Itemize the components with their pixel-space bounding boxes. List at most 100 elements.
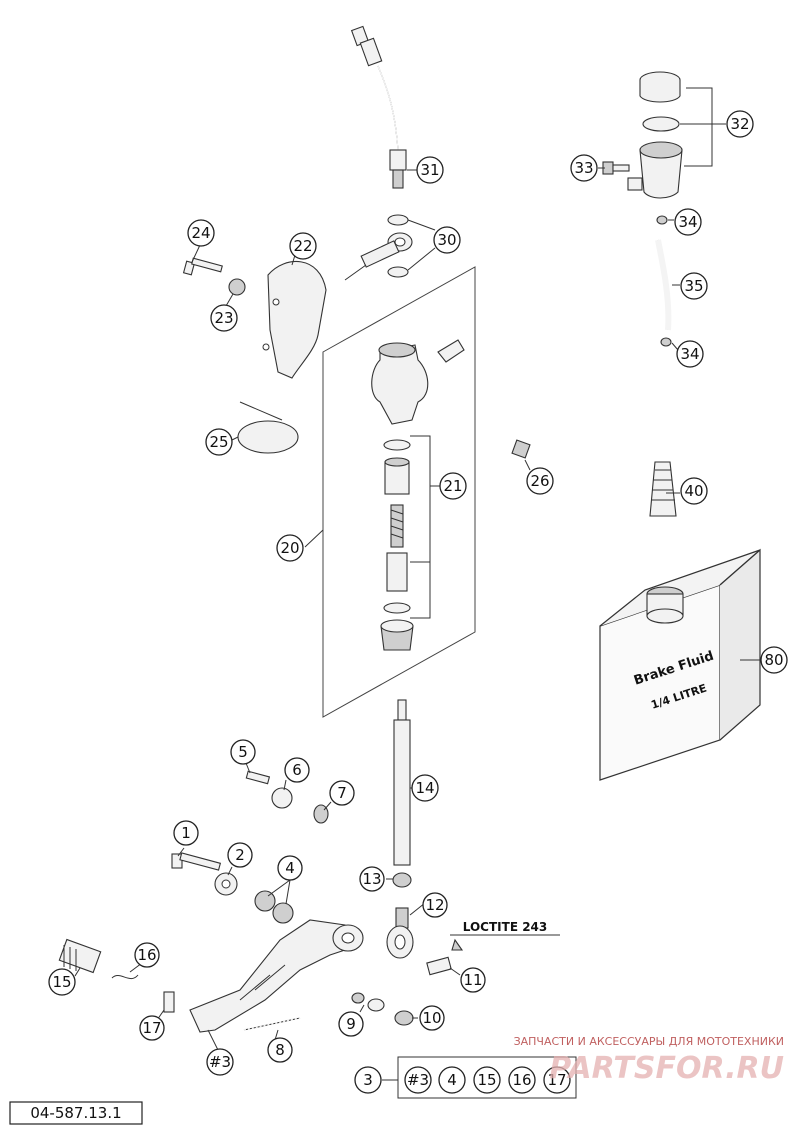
spring-clip (111, 974, 139, 980)
pin-11 (426, 938, 464, 976)
diagram-code-box (9, 1101, 143, 1125)
callout-33: 33 (570, 154, 598, 182)
callout-23: 23 (210, 304, 238, 332)
svg-text:24: 24 (191, 224, 210, 242)
svg-text:#3: #3 (209, 1053, 231, 1071)
svg-text:4: 4 (285, 859, 295, 877)
svg-text:30: 30 (437, 231, 456, 249)
washers-9 (351, 992, 385, 1012)
callout-4: 4 (277, 855, 303, 881)
callout-#3: #3 (206, 1048, 234, 1076)
callout-15: 15 (48, 968, 76, 996)
kit-item-15: 15 (473, 1066, 501, 1094)
callout-40: 40 (680, 477, 708, 505)
clevis (386, 907, 414, 959)
brake-fluid-can: Brake Fluid 1/4 LITRE (599, 548, 761, 781)
svg-text:17: 17 (142, 1019, 161, 1037)
callout-10: 10 (419, 1005, 445, 1031)
svg-text:33: 33 (574, 159, 593, 177)
svg-text:16: 16 (512, 1071, 531, 1089)
callout-kit-3: 3 (354, 1066, 382, 1094)
kit-item-#3: #3 (404, 1066, 432, 1094)
callout-21: 21 (439, 472, 467, 500)
svg-text:22: 22 (293, 237, 312, 255)
svg-text:80: 80 (764, 651, 783, 669)
svg-text:32: 32 (730, 115, 749, 133)
callout-13: 13 (359, 866, 385, 892)
svg-text:31: 31 (420, 161, 439, 179)
reservoir (627, 71, 683, 199)
callout-25: 25 (205, 428, 233, 456)
bushing-6 (271, 787, 293, 809)
kit-item-17: 17 (543, 1066, 571, 1094)
callout-80: 80 (760, 646, 788, 674)
svg-text:4: 4 (447, 1071, 457, 1089)
svg-text:34: 34 (680, 345, 699, 363)
bolt-5 (245, 770, 271, 785)
svg-text:#3: #3 (407, 1071, 429, 1089)
svg-text:20: 20 (280, 539, 299, 557)
cable-tie (237, 401, 299, 454)
watermark-tagline: ЗАПЧАСТИ И АКСЕССУАРЫ ДЛЯ МОТОТЕХНИКИ (514, 1035, 784, 1048)
callout-34-bottom: 34 (676, 340, 704, 368)
svg-text:2: 2 (235, 846, 245, 864)
callout-12: 12 (422, 892, 448, 918)
svg-text:21: 21 (443, 477, 462, 495)
screw-33 (602, 161, 630, 175)
callout-20: 20 (276, 534, 304, 562)
svg-text:25: 25 (209, 433, 228, 451)
pin-17 (163, 991, 175, 1013)
callout-34-top: 34 (674, 208, 702, 236)
svg-text:10: 10 (422, 1009, 441, 1027)
push-rod (392, 699, 412, 888)
kit-item-4: 4 (438, 1066, 466, 1094)
svg-text:9: 9 (346, 1015, 356, 1033)
callout-26: 26 (526, 467, 554, 495)
diagram-code: 04-587.13.1 (30, 1104, 121, 1122)
nut-10 (394, 1010, 414, 1026)
bolt-24 (182, 257, 223, 276)
svg-text:23: 23 (214, 309, 233, 327)
callout-24: 24 (187, 219, 215, 247)
callout-2: 2 (227, 842, 253, 868)
callout-31: 31 (416, 156, 444, 184)
callout-9: 9 (338, 1011, 364, 1037)
svg-text:17: 17 (547, 1071, 566, 1089)
callout-5: 5 (230, 739, 256, 765)
master-cylinder (371, 339, 465, 425)
svg-text:6: 6 (292, 761, 302, 779)
watermark-brand: PARTSFOR.RU (549, 1051, 784, 1086)
svg-text:35: 35 (684, 277, 703, 295)
svg-text:16: 16 (137, 946, 156, 964)
callout-1: 1 (173, 820, 199, 846)
assembly-frame (322, 266, 476, 718)
bearings-4 (254, 890, 294, 924)
svg-text:34: 34 (678, 213, 697, 231)
spring-8 (243, 1017, 301, 1031)
callout-7: 7 (329, 780, 355, 806)
grommet-26 (511, 439, 531, 459)
piston-kit (380, 439, 414, 651)
kit-item-16: 16 (508, 1066, 536, 1094)
brake-pedal (189, 919, 364, 1033)
hose (655, 215, 672, 347)
bolt-1 (171, 852, 222, 871)
svg-text:8: 8 (275, 1041, 285, 1059)
callout-8: 8 (267, 1037, 293, 1063)
callout-14: 14 (411, 774, 439, 802)
loctite-note: LOCTITE 243 (463, 920, 548, 934)
heat-shield (262, 261, 327, 379)
svg-text:15: 15 (477, 1071, 496, 1089)
callout-30: 30 (433, 226, 461, 254)
callout-16: 16 (134, 942, 160, 968)
svg-text:5: 5 (238, 743, 248, 761)
svg-text:11: 11 (463, 971, 482, 989)
svg-text:15: 15 (52, 973, 71, 991)
svg-text:14: 14 (415, 779, 434, 797)
svg-text:40: 40 (684, 482, 703, 500)
callout-35: 35 (680, 272, 708, 300)
svg-text:13: 13 (362, 870, 381, 888)
svg-text:3: 3 (363, 1071, 373, 1089)
callout-22: 22 (289, 232, 317, 260)
brake-switch (350, 25, 407, 189)
